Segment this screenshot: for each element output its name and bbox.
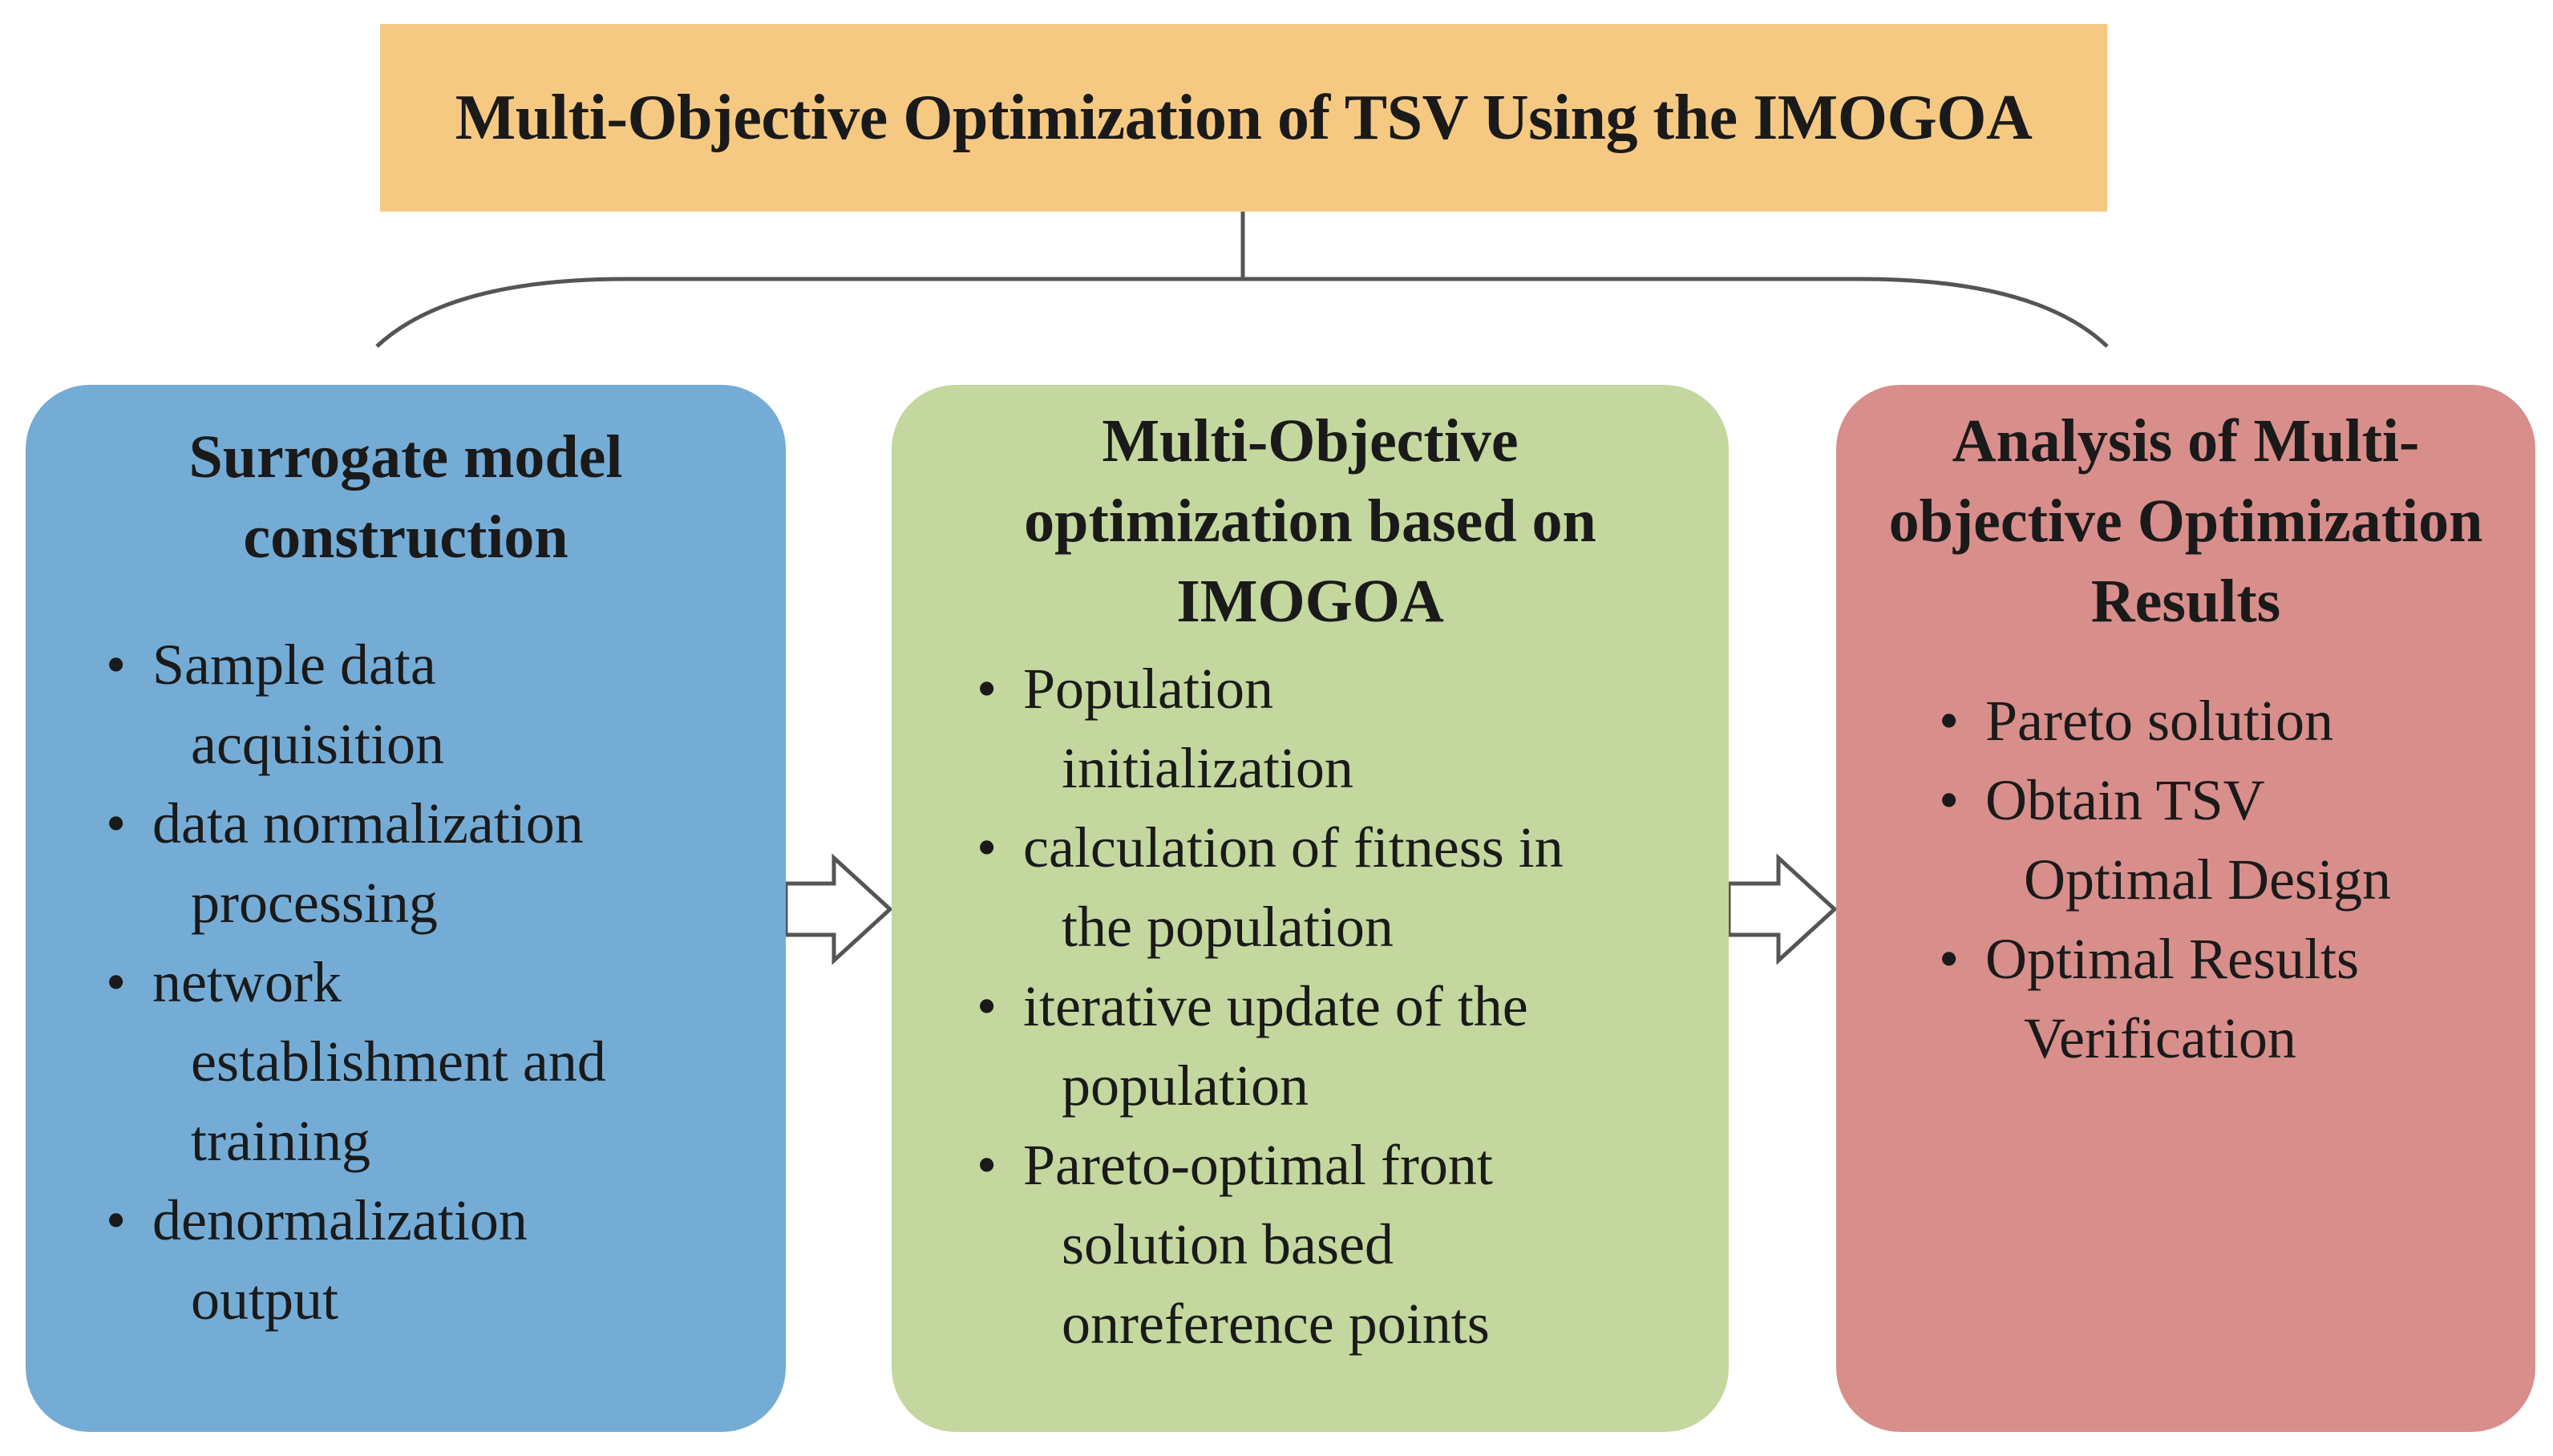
bullet-icon: • [977, 657, 997, 721]
bullet-icon: • [977, 815, 997, 880]
bullet-icon: • [977, 1133, 997, 1197]
bullet-icon: • [977, 974, 997, 1038]
diagram-title-box: Multi-Objective Optimization of TSV Usin… [380, 24, 2107, 212]
list-item-line: Pareto solution [1985, 689, 2333, 753]
panel-title: Multi-Objective optimization based on IM… [1024, 407, 1596, 635]
list-item-line: initialization [1062, 736, 1353, 800]
bullet-icon: • [106, 791, 127, 855]
list-item-line: Verification [2024, 1006, 2296, 1070]
list-item-line: establishment and [191, 1029, 606, 1094]
list-item-line: processing [191, 871, 438, 935]
list-item: • Pareto-optimal front solution based onre… [977, 1126, 1697, 1364]
panel-analysis-results: Analysis of Multi- objective Optimizatio… [1836, 385, 2535, 1432]
list-item-line: Obtain TSV [1985, 768, 2265, 832]
bullet-list: • Pareto solution • Obtain TSV Optimal De… [1868, 681, 2503, 1078]
diagram-title: Multi-Objective Optimization of TSV Usin… [455, 82, 2033, 153]
panel-surrogate-model: Surrogate model construction • Sample da… [26, 385, 786, 1432]
list-item-line: Sample data [152, 633, 436, 697]
list-item-line: onreference points [1062, 1292, 1490, 1356]
bullet-icon: • [1939, 689, 1960, 753]
list-item: • calculation of fitness in the populatio… [977, 808, 1697, 967]
list-item: • data normalization processing [106, 784, 754, 943]
bullet-icon: • [106, 1188, 127, 1252]
list-item: • Pareto solution [1939, 681, 2503, 761]
list-item-line: Pareto-optimal front [1023, 1133, 1493, 1197]
right-arrow-icon [783, 853, 893, 965]
list-item-line: acquisition [191, 712, 444, 776]
list-item-line: the population [1062, 895, 1394, 959]
brace-line [375, 277, 2109, 348]
list-item-line: output [191, 1268, 339, 1332]
list-item-line: Population [1023, 657, 1274, 721]
panel-title: Analysis of Multi- objective Optimizatio… [1888, 407, 2483, 635]
list-item: • Obtain TSV Optimal Design [1939, 761, 2503, 920]
list-item-line: network [152, 950, 342, 1014]
list-item-line: iterative update of the [1023, 974, 1528, 1038]
list-item: • iterative update of the population [977, 967, 1697, 1126]
bullet-list: • Population initialization • calculation… [924, 649, 1697, 1364]
panel-multi-objective-optimization: Multi-Objective optimization based on IM… [892, 385, 1729, 1432]
list-item: • network establishment and training [106, 943, 754, 1181]
list-item-line: calculation of fitness in [1023, 815, 1564, 880]
bullet-icon: • [1939, 768, 1960, 832]
list-item: • Population initialization [977, 649, 1697, 808]
list-item: • denormalization output [106, 1181, 754, 1340]
list-item-line: population [1062, 1054, 1309, 1118]
list-item-line: solution based [1062, 1212, 1394, 1276]
bullet-icon: • [1939, 927, 1960, 991]
list-item-line: data normalization [152, 791, 584, 855]
right-arrow-icon [1726, 853, 1838, 965]
bullet-icon: • [106, 633, 127, 697]
bullet-icon: • [106, 950, 127, 1014]
panel-title: Surrogate model construction [188, 423, 623, 571]
list-item-line: training [191, 1109, 370, 1173]
list-item-line: denormalization [152, 1188, 528, 1252]
bullet-list: • Sample data acquisition • data normaliz… [58, 625, 754, 1340]
list-item: • Sample data acquisition [106, 625, 754, 784]
list-item-line: Optimal Design [2024, 847, 2391, 912]
list-item-line: Optimal Results [1985, 927, 2359, 991]
